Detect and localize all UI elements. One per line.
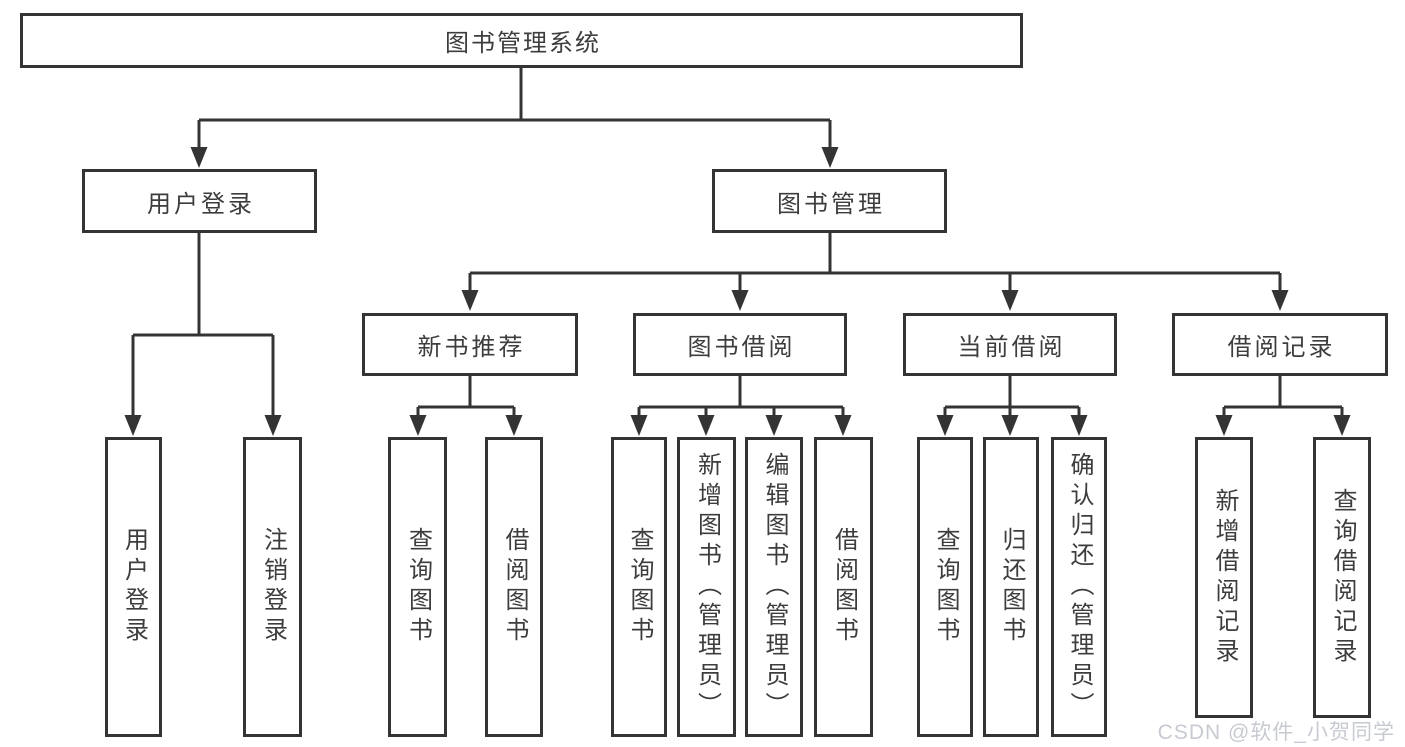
node-current-borrowing: 当前借阅 xyxy=(903,313,1117,376)
node-leaf-query-books-current: 查询图书 xyxy=(917,437,973,737)
node-leaf-add-books-admin: 新增图书（管理员） xyxy=(677,437,736,737)
node-label: 注销登录 xyxy=(259,527,287,647)
node-label: 查询图书 xyxy=(404,527,432,647)
node-label: 图书管理 xyxy=(777,190,885,218)
node-borrowing-records: 借阅记录 xyxy=(1172,313,1388,376)
watermark: CSDN @软件_小贺同学 xyxy=(1157,721,1395,744)
node-label: 新增图书（管理员） xyxy=(693,452,721,722)
node-leaf-return-books: 归还图书 xyxy=(983,437,1039,737)
node-label: 借阅图书 xyxy=(830,527,858,647)
node-leaf-confirm-return-admin: 确认归还（管理员） xyxy=(1051,437,1107,737)
node-leaf-edit-books-admin: 编辑图书（管理员） xyxy=(745,437,803,737)
node-leaf-query-books-recommend: 查询图书 xyxy=(388,437,447,737)
node-label: 查询借阅记录 xyxy=(1329,487,1356,668)
node-label: 查询图书 xyxy=(932,527,959,647)
node-label: 查询图书 xyxy=(626,527,653,647)
node-new-book-recommendation: 新书推荐 xyxy=(362,313,578,376)
node-label: 当前借阅 xyxy=(957,334,1066,361)
node-leaf-user-login: 用户登录 xyxy=(105,437,162,737)
node-leaf-logout: 注销登录 xyxy=(243,437,302,737)
node-label: 确认归还（管理员） xyxy=(1066,452,1093,722)
node-label: 用户登录 xyxy=(120,527,148,647)
node-label: 借阅记录 xyxy=(1227,334,1336,361)
node-label: 图书管理系统 xyxy=(445,30,601,57)
node-label: 新书推荐 xyxy=(417,334,526,361)
node-label: 图书借阅 xyxy=(687,334,796,361)
node-book-borrowing: 图书借阅 xyxy=(633,313,847,376)
node-leaf-borrow-books-recommend: 借阅图书 xyxy=(485,437,543,737)
node-label: 借阅图书 xyxy=(501,527,528,647)
node-leaf-query-borrow-record: 查询借阅记录 xyxy=(1313,437,1371,718)
node-user-login: 用户登录 xyxy=(82,169,317,233)
node-leaf-add-borrow-record: 新增借阅记录 xyxy=(1195,437,1253,718)
node-label: 用户登录 xyxy=(147,190,255,218)
node-label: 编辑图书（管理员） xyxy=(761,452,788,722)
node-book-management: 图书管理 xyxy=(712,169,947,233)
node-label: 归还图书 xyxy=(998,527,1025,647)
node-leaf-borrow-books: 借阅图书 xyxy=(814,437,873,737)
node-label: 新增借阅记录 xyxy=(1211,487,1238,668)
node-library-management-system: 图书管理系统 xyxy=(20,13,1023,68)
node-leaf-query-books-borrow: 查询图书 xyxy=(611,437,667,737)
